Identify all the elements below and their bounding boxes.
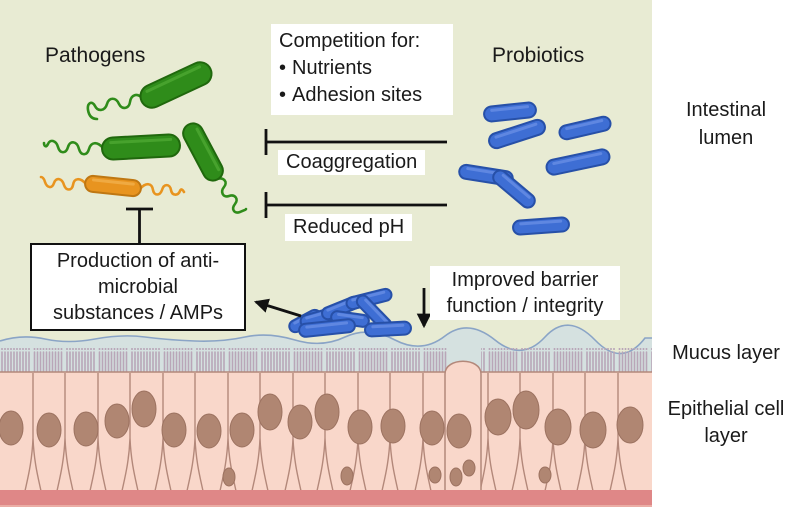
probiotics-label: Probiotics xyxy=(492,44,585,67)
competition-title: Competition for: xyxy=(279,30,421,52)
bullet-icon: • xyxy=(279,57,287,79)
basement-membrane xyxy=(0,490,652,507)
flagellum xyxy=(215,177,248,214)
probiotic-bacterium xyxy=(483,101,537,123)
pathogen-bacterium xyxy=(101,133,181,161)
arrow-to-amps-box xyxy=(253,298,302,318)
inhibition-line-amps xyxy=(126,207,153,245)
flagellum xyxy=(39,175,88,191)
bullet-icon: • xyxy=(279,84,287,106)
pathogens-group xyxy=(39,61,248,214)
flagellum xyxy=(138,182,186,196)
adhering-probiotics-cluster xyxy=(288,287,412,338)
coaggregation-label-box: Coaggregation xyxy=(278,150,426,175)
microvilli-band xyxy=(0,348,652,372)
inhibition-line-coaggregation xyxy=(264,129,447,155)
probiotic-bacterium xyxy=(558,115,612,141)
probiotic-bacterium xyxy=(545,148,611,176)
probiotic-bacterium xyxy=(488,118,546,150)
pathogen-bacterium xyxy=(182,122,224,182)
competition-item: •Adhesion sites xyxy=(279,84,423,106)
pathogen-bacterium xyxy=(84,174,142,198)
reduced-ph-label-box: Reduced pH xyxy=(285,214,413,241)
probiotic-bacterium xyxy=(364,320,412,338)
pathogens-label: Pathogens xyxy=(45,44,146,67)
pathogen-bacterium xyxy=(139,61,213,109)
flagellum xyxy=(86,93,145,121)
competition-item: •Nutrients xyxy=(279,57,373,79)
probiotic-bacterium xyxy=(298,318,356,338)
probiotic-bacterium xyxy=(492,169,536,209)
flagellum xyxy=(42,139,105,156)
competition-box: Competition for: •Nutrients •Adhesion si… xyxy=(271,24,453,115)
nuclei xyxy=(0,390,644,487)
mucus-layer-label: Mucus layer xyxy=(672,342,780,364)
inhibition-line-reduced-ph xyxy=(264,192,447,218)
epithelial-layer-label: Epithelial cell layer xyxy=(667,398,785,447)
epithelial-cells xyxy=(0,360,652,492)
amps-box: Production of anti- microbial substances… xyxy=(30,243,246,331)
barrier-label-box: Improved barrier function / integrity xyxy=(430,266,620,320)
intestinal-lumen-label: Intestinal lumen xyxy=(685,99,767,149)
probiotic-bacterium xyxy=(512,216,570,236)
probiotics-group xyxy=(458,101,612,236)
